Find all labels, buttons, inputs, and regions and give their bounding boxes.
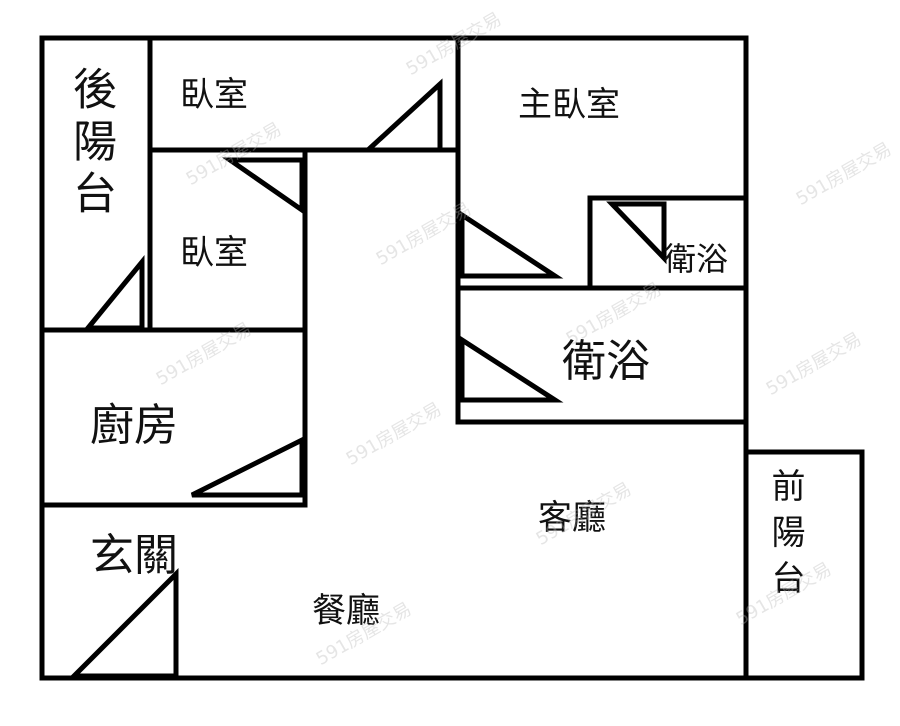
dining-room-label: 餐廳	[312, 591, 380, 631]
ensuite-bathroom-label: 衛浴	[664, 240, 729, 278]
bedroom-1-door-icon	[361, 78, 443, 153]
bathroom-door-icon	[459, 335, 564, 403]
doors	[67, 78, 667, 679]
master-bedroom-label: 主臥室	[518, 85, 620, 125]
kitchen-label: 廚房	[90, 400, 178, 451]
bedroom-2-label: 臥室	[180, 233, 248, 273]
entrance-door-icon	[67, 567, 179, 679]
bedroom-1-label: 臥室	[180, 75, 248, 115]
back-balcony-door-icon	[82, 254, 145, 331]
outer-wall	[39, 35, 749, 681]
living-room-label: 客廳	[538, 498, 606, 538]
kitchen-door-icon	[190, 435, 305, 498]
front-balcony-wall	[743, 449, 865, 681]
bedroom-2-door-icon	[222, 157, 305, 215]
master-bedroom-door-icon	[459, 210, 564, 279]
ensuite-door-icon	[606, 201, 667, 265]
bathroom-label: 衛浴	[562, 336, 650, 387]
entrance-label: 玄關	[90, 530, 178, 581]
back-balcony-label: 後陽台	[65, 66, 116, 222]
ensuite-wall	[587, 195, 749, 291]
front-balcony-label: 前陽台	[765, 468, 805, 606]
